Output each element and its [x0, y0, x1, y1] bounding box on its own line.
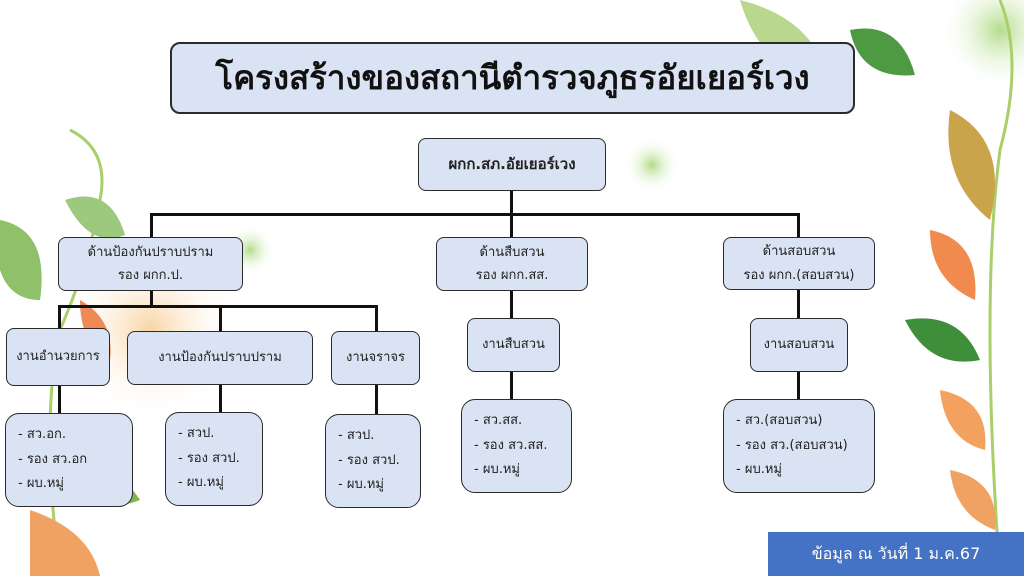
connector	[510, 191, 513, 216]
staff-item: - สว.(สอบสวน)	[736, 412, 823, 428]
unit-box: งานสืบสวน	[467, 318, 560, 372]
division-box: ด้านสืบสวนรอง ผกก.สส.	[436, 237, 588, 291]
page-title: โครงสร้างของสถานีตำรวจภูธรอัยเยอร์เวง	[170, 42, 855, 114]
staff-item: - ผบ.หมู่	[338, 477, 384, 493]
unit-name: งานอำนวยการ	[16, 348, 100, 364]
staff-item: - รอง สว.(สอบสวน)	[736, 437, 848, 453]
unit-box: งานอำนวยการ	[6, 328, 110, 386]
unit-name: งานจราจร	[345, 349, 406, 365]
staff-list: - สวป. - รอง สวป. - ผบ.หมู่	[165, 412, 263, 506]
unit-box: งานสอบสวน	[750, 318, 848, 372]
staff-item: - รอง สวป.	[338, 452, 400, 468]
division-head: รอง ผกก.ป.	[117, 268, 184, 283]
unit-name: งานสอบสวน	[763, 336, 835, 352]
connector	[510, 213, 513, 237]
org-root-box: ผกก.สภ.อัยเยอร์เวง	[418, 138, 606, 191]
root-label: ผกก.สภ.อัยเยอร์เวง	[448, 155, 576, 174]
staff-list: - สว.(สอบสวน) - รอง สว.(สอบสวน) - ผบ.หมู่	[723, 399, 875, 493]
staff-item: - สว.สส.	[474, 412, 523, 428]
unit-name: งานสืบสวน	[482, 336, 545, 352]
staff-list: - สว.สส. - รอง สว.สส. - ผบ.หมู่	[461, 399, 572, 493]
connector	[150, 213, 153, 237]
staff-item: - รอง สวป.	[178, 450, 240, 466]
staff-item: - สวป.	[338, 427, 375, 443]
division-box: ด้านป้องกันปราบปรามรอง ผกก.ป.	[58, 237, 243, 291]
connector	[150, 213, 800, 216]
staff-item: - รอง สว.สส.	[474, 437, 548, 453]
staff-list: - สว.อก. - รอง สว.อก - ผบ.หมู่	[5, 413, 133, 507]
division-name: ด้านสืบสวน	[479, 244, 545, 260]
title-text: โครงสร้างของสถานีตำรวจภูธรอัยเยอร์เวง	[215, 58, 810, 98]
unit-box: งานจราจร	[331, 331, 420, 385]
connector	[58, 305, 378, 308]
staff-item: - ผบ.หมู่	[178, 475, 224, 491]
division-box: ด้านสอบสวนรอง ผกก.(สอบสวน)	[723, 237, 875, 290]
division-head: รอง ผกก.(สอบสวน)	[743, 267, 855, 283]
staff-item: - สว.อก.	[18, 426, 67, 442]
unit-name: งานป้องกันปราบปราม	[158, 349, 282, 365]
data-date-footer: ข้อมูล ณ วันที่ 1 ม.ค.67	[768, 532, 1024, 576]
connector	[150, 291, 153, 308]
division-name: ด้านป้องกันปราบปราม	[87, 244, 214, 260]
unit-box: งานป้องกันปราบปราม	[127, 331, 313, 385]
staff-item: - ผบ.หมู่	[736, 462, 782, 478]
staff-item: - ผบ.หมู่	[474, 462, 520, 478]
staff-list: - สวป. - รอง สวป. - ผบ.หมู่	[325, 414, 421, 508]
staff-item: - ผบ.หมู่	[18, 476, 64, 492]
staff-item: - สวป.	[178, 425, 215, 441]
division-head: รอง ผกก.สส.	[475, 268, 549, 283]
division-name: ด้านสอบสวน	[762, 244, 836, 260]
staff-item: - รอง สว.อก	[18, 451, 88, 467]
connector	[797, 213, 800, 237]
footer-text: ข้อมูล ณ วันที่ 1 ม.ค.67	[811, 543, 981, 563]
